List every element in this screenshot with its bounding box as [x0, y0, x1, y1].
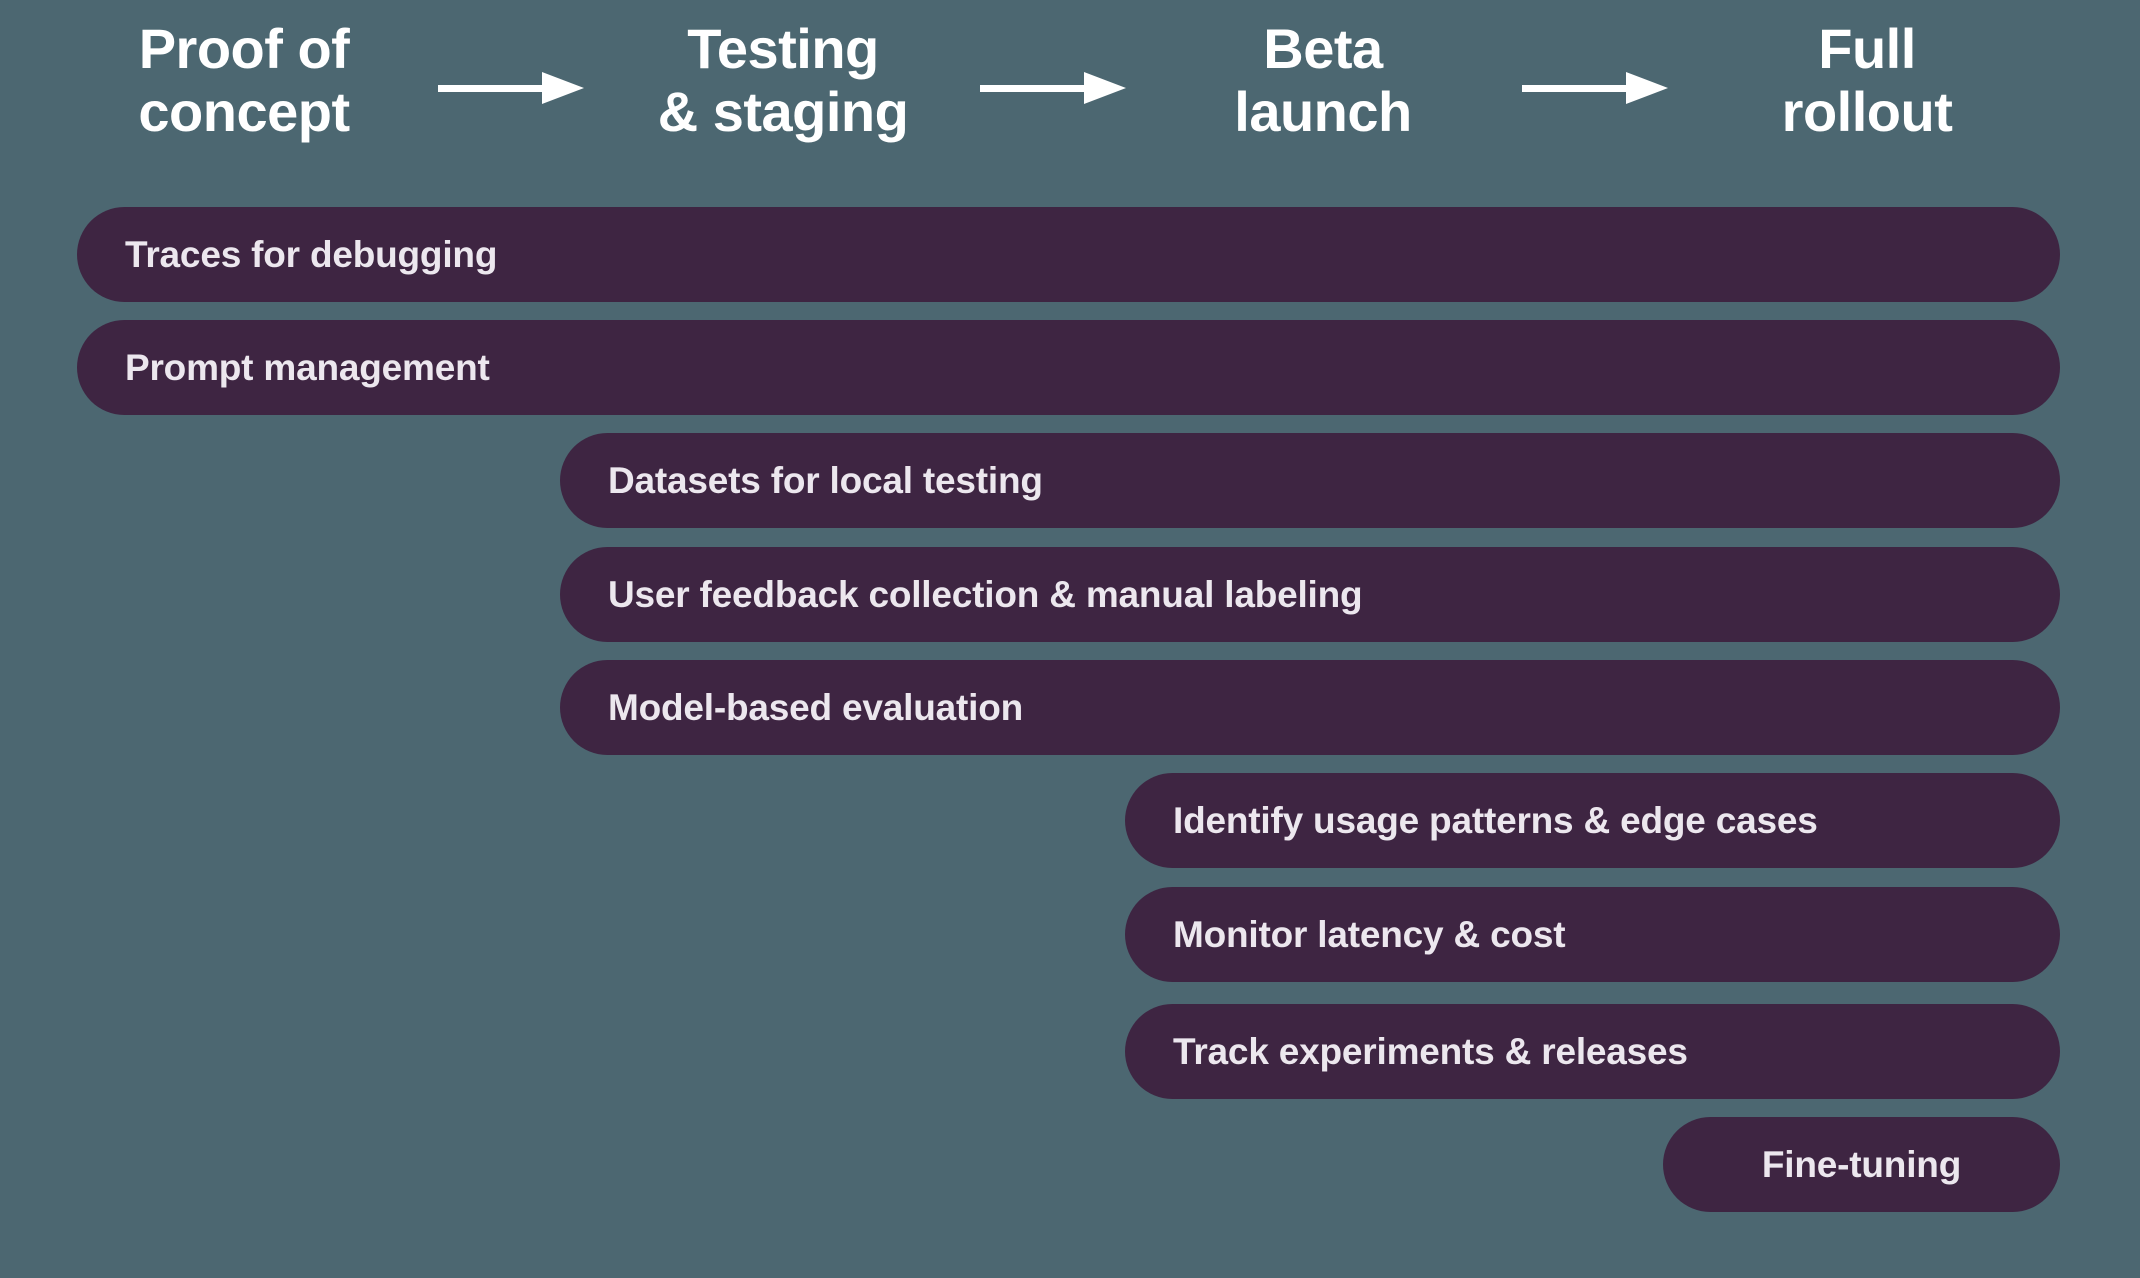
gantt-bar-label: Fine-tuning — [1761, 1143, 1962, 1185]
arrow-right-icon — [1522, 72, 1668, 104]
gantt-bar-label: Track experiments & releases — [1173, 1030, 1688, 1072]
phase-label-testing-and-staging: Testing & staging — [657, 17, 909, 143]
arrow-shaft — [1522, 85, 1634, 92]
gantt-bar[interactable]: Fine-tuning — [1663, 1117, 2060, 1212]
gantt-bar-label: Prompt management — [125, 346, 490, 388]
gantt-bar-label: Traces for debugging — [125, 233, 498, 275]
phase-label-proof-of-concept: Proof of concept — [138, 17, 350, 143]
arrow-head — [1084, 72, 1126, 104]
gantt-bar[interactable]: Model-based evaluation — [560, 660, 2060, 755]
gantt-bar[interactable]: Traces for debugging — [77, 207, 2060, 302]
arrow-head — [542, 72, 584, 104]
arrow-right-icon — [980, 72, 1126, 104]
gantt-bar-label: Identify usage patterns & edge cases — [1173, 799, 1818, 841]
gantt-bar[interactable]: User feedback collection & manual labeli… — [560, 547, 2060, 642]
arrow-shaft — [980, 85, 1092, 92]
gantt-bar[interactable]: Track experiments & releases — [1125, 1004, 2060, 1099]
gantt-bar[interactable]: Prompt management — [77, 320, 2060, 415]
gantt-bar[interactable]: Datasets for local testing — [560, 433, 2060, 528]
gantt-bar-label: User feedback collection & manual labeli… — [608, 573, 1363, 615]
gantt-bar-label: Model-based evaluation — [608, 686, 1024, 728]
arrow-right-icon — [438, 72, 584, 104]
gantt-bar-label: Datasets for local testing — [608, 459, 1043, 501]
phase-label-beta-launch: Beta launch — [1234, 17, 1412, 143]
arrow-shaft — [438, 85, 550, 92]
gantt-bar[interactable]: Monitor latency & cost — [1125, 887, 2060, 982]
arrow-head — [1626, 72, 1668, 104]
gantt-bar-label: Monitor latency & cost — [1173, 913, 1566, 955]
phase-label-full-rollout: Full rollout — [1781, 17, 1953, 143]
gantt-bar[interactable]: Identify usage patterns & edge cases — [1125, 773, 2060, 868]
